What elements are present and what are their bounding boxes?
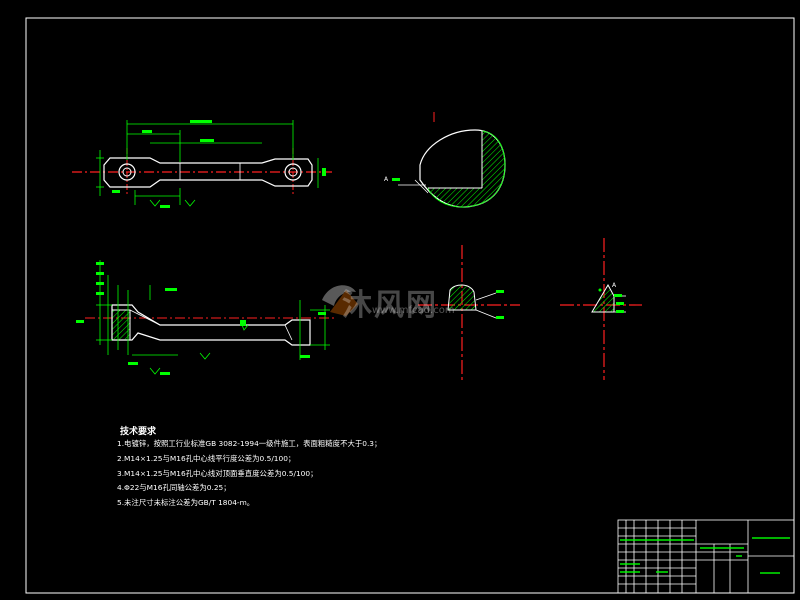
requirement-item: 4.Φ22与M16孔同轴公差为0.25； (117, 483, 231, 492)
drawing-border (25, 17, 795, 594)
requirement-item: 3.M14×1.25与M16孔中心线对顶面垂直度公差为0.5/100； (117, 469, 318, 478)
section-label: A (384, 176, 389, 183)
cross-section-b (560, 238, 642, 380)
watermark-logo (322, 285, 358, 316)
part-top-view (72, 120, 332, 208)
requirement-item: 5.未注尺寸未标注公差为GB/T 1804-m。 (117, 498, 255, 507)
technical-requirements-title: 技术要求 (120, 427, 157, 437)
watermark-brand: 沐风网 (342, 288, 438, 323)
cross-section-a (418, 245, 520, 382)
title-block (617, 519, 795, 594)
requirement-item: 1.电镀锌，按照工行业标准GB 3082-1994一级件施工，表面粗糙度不大于0… (117, 439, 382, 448)
part-front-view (76, 260, 335, 375)
requirement-item: 2.M14×1.25与M16孔中心线平行度公差为0.5/100； (117, 454, 296, 463)
watermark-url: www.mfcad.com (372, 305, 455, 316)
section-label: A (612, 282, 617, 289)
section-view-detail (392, 112, 506, 208)
